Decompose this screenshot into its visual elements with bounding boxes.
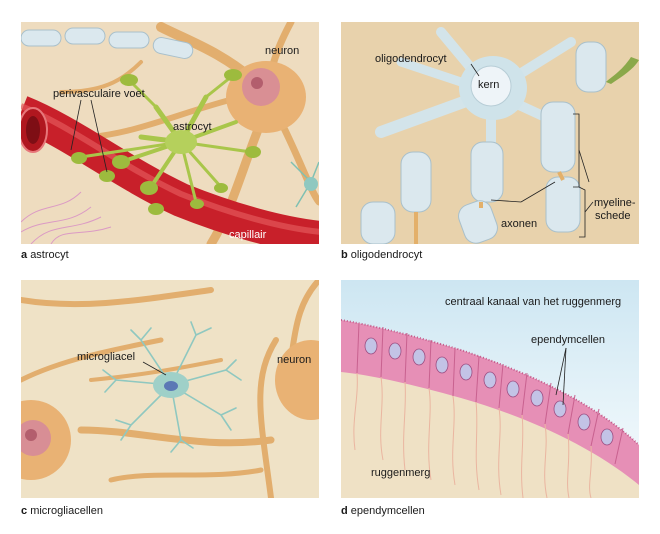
label-myelin-line1: myeline-	[594, 197, 636, 209]
label-perivascular-foot: perivasculaire voet	[53, 88, 145, 100]
caption-b-text: oligodendrocyt	[350, 249, 423, 261]
label-neuron-c: neuron	[277, 354, 312, 366]
label-neuron-a: neuron	[265, 45, 300, 57]
caption-b: b oligodendrocyt	[341, 249, 422, 261]
caption-a-letter: a	[21, 249, 28, 261]
panel-d-illustration: centraal kanaal van het ruggenmerg epend…	[341, 280, 639, 498]
caption-c-letter: c	[21, 505, 28, 517]
microglia-cell	[102, 321, 242, 453]
caption-d-text: ependymcellen	[350, 505, 425, 517]
label-oligodendrocyte: oligodendrocyt	[375, 53, 447, 65]
label-astrocyte: astrocyt	[173, 121, 212, 133]
neuron-cell-body-right	[275, 340, 319, 420]
caption-c: c microgliacellen	[21, 505, 103, 517]
panel-b-illustration: oligodendrocyt kern myeline- schede axon…	[341, 22, 639, 244]
caption-d-letter: d	[341, 505, 348, 517]
caption-d: d ependymcellen	[341, 505, 425, 517]
caption-c-text: microgliacellen	[30, 505, 103, 517]
label-ependymal-cells: ependymcellen	[531, 334, 605, 346]
astrocyte-cell	[79, 75, 253, 204]
central-canal	[341, 280, 639, 445]
label-spinal-cord: ruggenmerg	[371, 467, 431, 479]
label-capillary: capillair	[229, 229, 267, 241]
label-myelin-line2: schede	[595, 210, 631, 222]
panel-a-illustration: neuron perivasculaire voet astrocyt capi…	[21, 22, 319, 244]
label-central-canal: centraal kanaal van het ruggenmerg	[445, 296, 622, 308]
oligodendrocyte-nucleus	[470, 65, 512, 107]
label-microglia: microgliacel	[77, 351, 136, 363]
caption-a: a astrocyt	[21, 249, 69, 261]
label-axons: axonen	[501, 218, 538, 230]
caption-b-letter: b	[341, 249, 348, 261]
label-nucleus: kern	[478, 79, 500, 91]
panel-c-illustration: microgliacel neuron	[21, 280, 319, 498]
caption-a-text: astrocyt	[30, 249, 69, 261]
